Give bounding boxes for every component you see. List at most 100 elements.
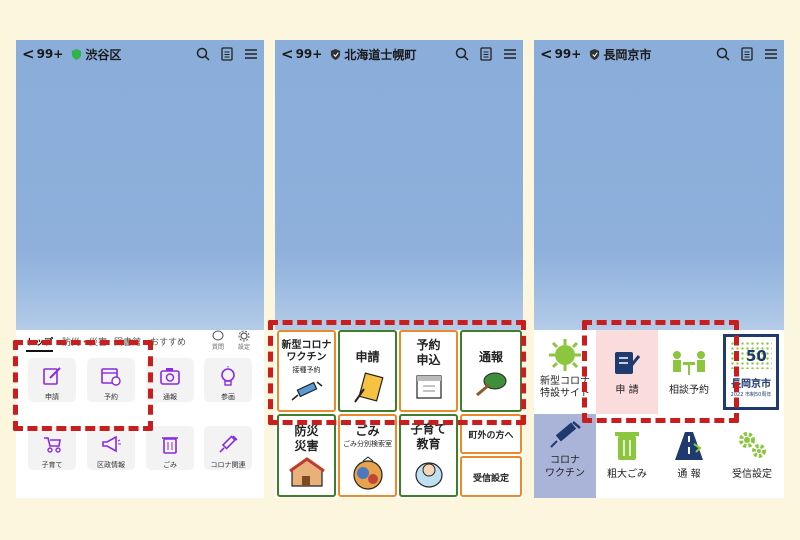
menu-label: 予約 (104, 393, 118, 401)
menu-consult[interactable]: 相談予約 (658, 330, 720, 414)
menu-label: ごみ (355, 424, 380, 438)
rich-menu: 新型コロナ 特設サイト 申 請 相談予約 50 長岡京市 2022 市制50周年… (534, 330, 784, 498)
menu-corona-vaccine[interactable]: コロナ ワクチン (534, 414, 596, 498)
back-button[interactable]: < (22, 45, 35, 63)
back-button[interactable]: < (540, 45, 553, 63)
menu-label: 町外の方へ (468, 431, 514, 441)
app-header: < 99+ 長岡京市 (534, 40, 784, 68)
trash-can-icon (615, 432, 639, 460)
menu-corona-vaccine[interactable]: 新型コロナ ワクチン 接種予約 (277, 330, 336, 412)
menu-label: 参画 (221, 393, 235, 401)
menu-icon[interactable] (764, 47, 778, 61)
stroller-icon (44, 437, 61, 453)
notes-icon[interactable] (740, 47, 754, 61)
garbage-bag-icon (352, 456, 383, 490)
menu-apply[interactable]: 申請 (338, 330, 397, 412)
menu-report[interactable]: 通報 (460, 330, 522, 412)
menu-corona[interactable]: コロナ関連 (204, 426, 252, 470)
menu-report[interactable]: 通 報 (658, 414, 720, 498)
app-header: < 99+ 北海道士幌町 (275, 40, 523, 68)
menu-label: 申請 (355, 350, 380, 364)
menu-receive-settings[interactable]: 受信設定 (720, 414, 784, 498)
menu-reserve[interactable]: 予約 申込 (399, 330, 458, 412)
menu-garbage[interactable]: ごみ ごみ分別検索室 (338, 414, 397, 497)
logo-city: 長岡京市 (731, 379, 771, 390)
menu-icon[interactable] (503, 47, 517, 61)
syringe-icon (550, 421, 581, 448)
official-shield-icon (590, 48, 600, 60)
menu-label: 申 請 (615, 385, 639, 396)
calendar-clock-icon (101, 368, 121, 386)
chat-background (275, 68, 523, 330)
search-icon[interactable] (716, 47, 730, 61)
search-icon[interactable] (455, 47, 469, 61)
syringe-icon (291, 381, 322, 401)
back-button[interactable]: < (281, 45, 294, 63)
menu-icon[interactable] (244, 47, 258, 61)
baby-icon (414, 462, 443, 488)
gears-icon (739, 432, 766, 458)
logo-number: 50 (746, 347, 767, 365)
unread-count: 99+ (36, 47, 64, 61)
menu-label: 粗大ごみ (607, 469, 647, 480)
menu-receive-settings[interactable]: 受信設定 (460, 456, 522, 497)
notes-icon[interactable] (479, 47, 493, 61)
rich-menu: 新型コロナ ワクチン 接種予約 申請 予約 申込 通報 防災 災害 ごみ ごみ分… (275, 330, 523, 498)
notes-icon[interactable] (220, 47, 234, 61)
menu-label: 新型コロナ (281, 340, 332, 351)
account-name: 渋谷区 (85, 47, 122, 62)
trash-icon (162, 437, 178, 454)
road-damage-icon (675, 432, 703, 460)
menu-ward-info[interactable]: 区政情報 (87, 426, 135, 470)
lightbulb-icon (221, 366, 235, 386)
highlight-apply-reserve-shibuya (13, 340, 153, 431)
menu-label: 申込 (416, 353, 441, 367)
official-shield-icon (331, 48, 341, 60)
city-50th-logo[interactable]: 50 長岡京市 2022 市制50周年 (720, 330, 784, 414)
unread-count: 99+ (295, 47, 323, 61)
menu-participate[interactable]: 参画 (204, 358, 252, 402)
menu-garbage[interactable]: ごみ (146, 426, 194, 470)
menu-label: 防災 (294, 424, 319, 438)
menu-apply[interactable]: 申 請 (596, 330, 658, 414)
menu-label: 通報 (163, 393, 177, 401)
virus-icon (549, 339, 581, 371)
menu-reserve[interactable]: 予約 (87, 358, 135, 402)
megaphone-icon (102, 435, 121, 453)
tab-recommend[interactable]: おすすめ (150, 338, 187, 348)
phone-shibuya: < 99+ 渋谷区 トップ 防災・災害 図書館 おすすめ 質問 設定 申請 (16, 40, 264, 498)
question-button[interactable]: 質問 (210, 330, 226, 351)
account-name: 北海道士幌町 (344, 47, 417, 62)
menu-label: 申請 (45, 393, 59, 401)
menu-label: コロナ (550, 455, 580, 466)
menu-disaster[interactable]: 防災 災害 (277, 414, 336, 497)
syringe-icon (219, 435, 238, 453)
menu-label: 区政情報 (97, 461, 125, 469)
menu-label: 通 報 (677, 469, 701, 480)
app-header: < 99+ 渋谷区 (16, 40, 264, 68)
unread-count: 99+ (554, 47, 582, 61)
menu-report[interactable]: 通報 (146, 358, 194, 402)
fallen-tree-icon (476, 372, 507, 397)
rich-menu: トップ 防災・災害 図書館 おすすめ 質問 設定 申請 予約 通報 (16, 330, 264, 498)
settings-label: 設定 (237, 344, 250, 351)
menu-childcare[interactable]: 子育て (28, 426, 76, 470)
menu-label: ワクチン (286, 352, 327, 363)
menu-label: 受信設定 (472, 474, 509, 484)
menu-label: ワクチン (545, 468, 585, 479)
chat-background (16, 68, 264, 330)
menu-label: 通報 (478, 350, 503, 364)
menu-apply[interactable]: 申請 (28, 358, 76, 402)
menu-sublabel: 接種予約 (292, 366, 321, 374)
phone-nagaokakyo: < 99+ 長岡京市 新型コロナ 特設サイト 申 請 相談予約 50 長岡京市 (534, 40, 784, 498)
menu-childcare[interactable]: 子育て 教育 (399, 414, 458, 497)
highlight-top-row-shihoro (268, 320, 526, 425)
settings-button[interactable]: 設定 (236, 330, 252, 351)
menu-label: 教育 (416, 437, 441, 451)
search-icon[interactable] (196, 47, 210, 61)
menu-label: コロナ関連 (210, 461, 246, 469)
menu-bulky-garbage[interactable]: 粗大ごみ (596, 414, 658, 498)
consultation-icon (673, 351, 705, 375)
verified-shield-icon (72, 48, 82, 60)
chat-bubble-icon (212, 330, 224, 341)
